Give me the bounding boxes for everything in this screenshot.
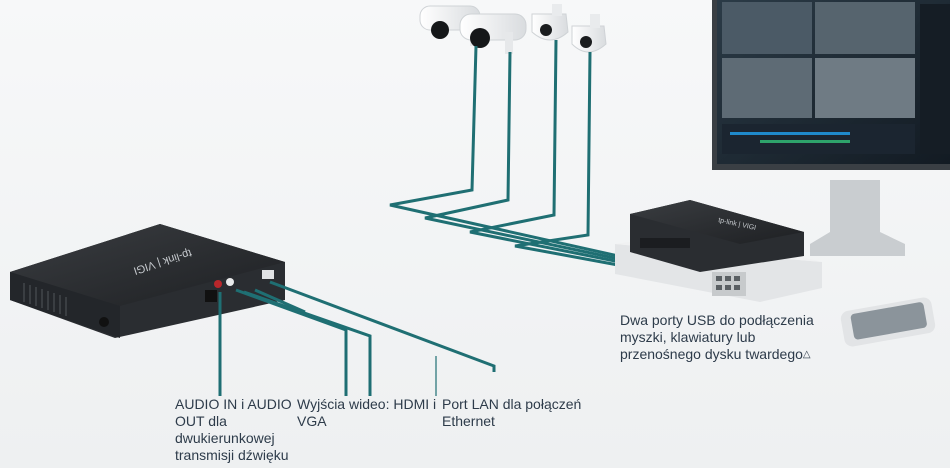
lan-port-label: Port LAN dla połączeń Ethernet xyxy=(442,396,582,429)
usb-ports-text: Dwa porty USB do podłączenia myszki, kla… xyxy=(620,312,814,362)
monitor xyxy=(712,0,950,256)
audio-ports-label: AUDIO IN i AUDIO OUT dla dwukierunkowej … xyxy=(175,396,292,463)
hdmi-port xyxy=(205,290,217,302)
nvr-small: tp-link | VIGI xyxy=(630,200,804,272)
audio-in-port xyxy=(214,280,222,288)
lan-port xyxy=(262,270,274,279)
camera-cables xyxy=(389,39,706,283)
callout-lines xyxy=(219,320,437,396)
footnote-mark: △ xyxy=(802,349,811,360)
camera-bullet-2 xyxy=(459,13,527,54)
video-outputs-label: Wyjścia wideo: HDMI i VGA xyxy=(297,396,437,429)
camera-turret-2 xyxy=(571,14,607,53)
usb-ports-label: Dwa porty USB do podłączenia myszki, kla… xyxy=(620,312,840,363)
nvr-main: tp-link | VIGI xyxy=(10,224,285,338)
smartphone xyxy=(840,297,936,347)
audio-out-port xyxy=(226,278,234,286)
camera-turret-1 xyxy=(531,4,569,41)
vent-grille xyxy=(23,283,67,316)
